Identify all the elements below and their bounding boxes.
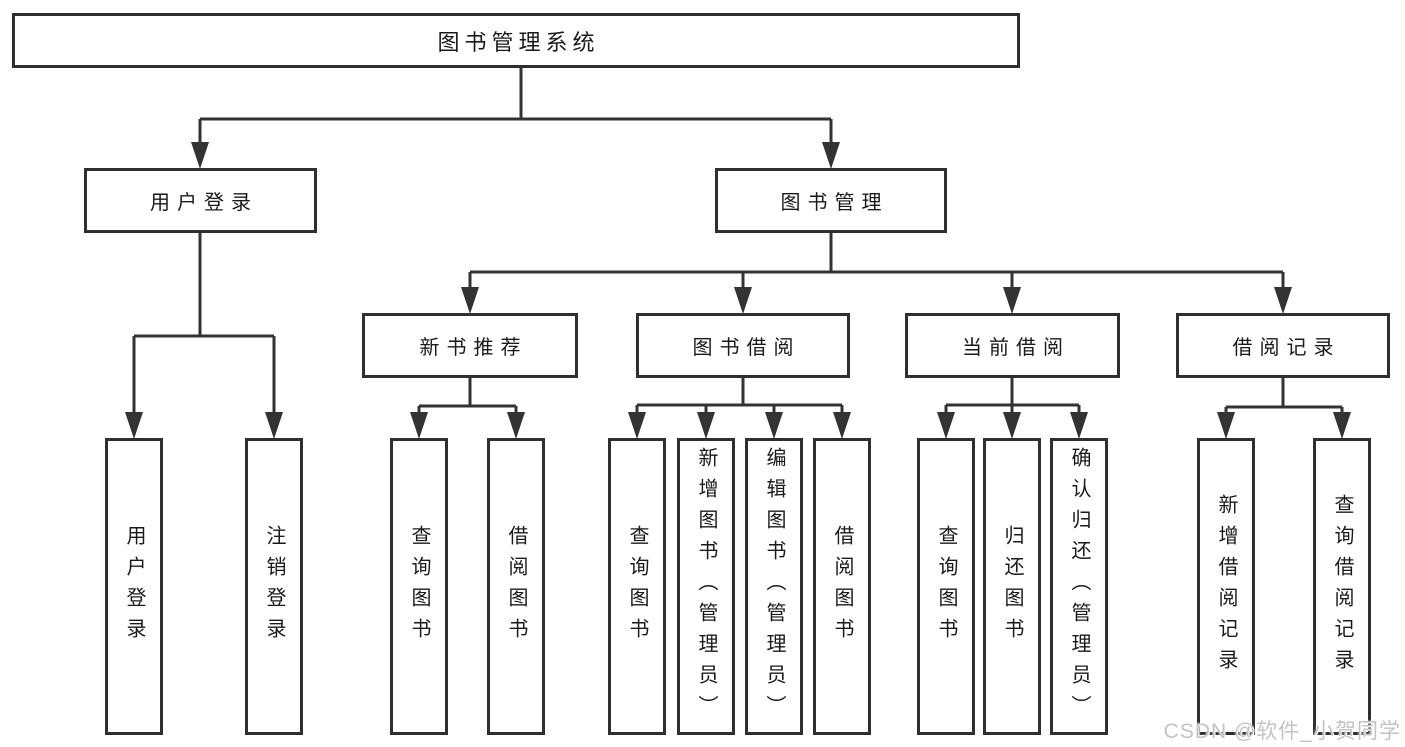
watermark: CSDN @软件_小贺同学 <box>1163 720 1401 743</box>
connector-current-borrow-children <box>937 378 1088 439</box>
leaf-label: 注销登录 <box>263 524 285 649</box>
arrowhead <box>1003 287 1021 314</box>
node-book-borrow: 图书借阅 <box>636 313 850 378</box>
connector-borrow-record-children <box>1217 378 1351 439</box>
leaf-label: 新增图书（管理员） <box>695 447 717 726</box>
connector-root-to-level2 <box>191 68 840 169</box>
leaf-add-book-admin: 新增图书（管理员） <box>677 438 735 735</box>
leaf-query-borrow-record: 查询借阅记录 <box>1313 438 1371 735</box>
connector-user-login-children <box>125 233 283 439</box>
leaf-label: 查询图书 <box>935 524 957 649</box>
arrowhead <box>1274 287 1292 314</box>
arrowhead <box>191 142 209 169</box>
arrowhead <box>125 412 143 439</box>
arrowhead <box>765 412 783 439</box>
leaf-query-books-1: 查询图书 <box>390 438 448 735</box>
node-borrow-record: 借阅记录 <box>1176 313 1390 378</box>
leaf-label: 查询借阅记录 <box>1331 493 1353 680</box>
leaf-label: 编辑图书（管理员） <box>763 447 785 726</box>
arrowhead <box>410 412 428 439</box>
leaf-confirm-return-admin: 确认归还（管理员） <box>1050 438 1108 735</box>
arrowhead <box>1070 412 1088 439</box>
leaf-label: 确认归还（管理员） <box>1068 447 1090 726</box>
node-book-mgmt: 图书管理 <box>715 168 947 233</box>
leaf-borrow-books-2: 借阅图书 <box>813 438 871 735</box>
leaf-label: 用户登录 <box>123 524 145 649</box>
node-current-borrow: 当前借阅 <box>905 313 1120 378</box>
leaf-add-borrow-record: 新增借阅记录 <box>1197 438 1255 735</box>
arrowhead <box>697 412 715 439</box>
arrowhead <box>1003 412 1021 439</box>
leaf-return-book: 归还图书 <box>983 438 1041 735</box>
arrowhead <box>833 412 851 439</box>
arrowhead <box>937 412 955 439</box>
arrowhead <box>1333 412 1351 439</box>
leaf-label: 借阅图书 <box>831 524 853 649</box>
arrowhead <box>734 287 752 314</box>
arrowhead <box>507 412 525 439</box>
leaf-label: 归还图书 <box>1001 524 1023 649</box>
leaf-edit-book-admin: 编辑图书（管理员） <box>745 438 803 735</box>
leaf-label: 新增借阅记录 <box>1215 493 1237 680</box>
connector-new-book-children <box>410 378 525 439</box>
connector-book-mgmt-children <box>461 233 1292 314</box>
arrowhead <box>628 412 646 439</box>
arrowhead <box>461 287 479 314</box>
node-new-book: 新书推荐 <box>362 313 578 378</box>
leaf-label: 借阅图书 <box>505 524 527 649</box>
leaf-user-login: 用户登录 <box>105 438 163 735</box>
arrowhead <box>822 142 840 169</box>
node-root: 图书管理系统 <box>12 13 1020 68</box>
node-user-login: 用户登录 <box>84 168 317 233</box>
leaf-label: 查询图书 <box>408 524 430 649</box>
arrowhead <box>1217 412 1235 439</box>
leaf-query-books-3: 查询图书 <box>917 438 975 735</box>
leaf-query-books-2: 查询图书 <box>608 438 666 735</box>
leaf-borrow-books-1: 借阅图书 <box>487 438 545 735</box>
connector-book-borrow-children <box>628 378 851 439</box>
arrowhead <box>265 412 283 439</box>
leaf-logout: 注销登录 <box>245 438 303 735</box>
leaf-label: 查询图书 <box>626 524 648 649</box>
